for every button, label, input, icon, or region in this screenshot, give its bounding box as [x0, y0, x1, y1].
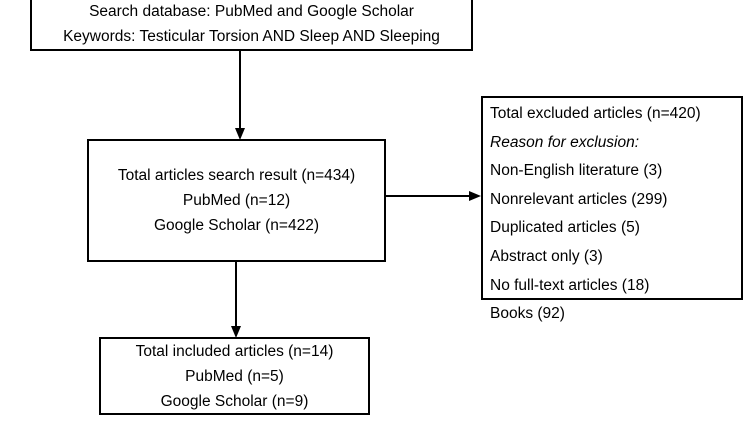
exclusion-reason-item: No full-text articles (18)	[490, 276, 650, 294]
total-results-line: Total articles search result (n=434)	[117, 167, 356, 184]
search-strategy-box: Search database: PubMed and Google Schol…	[30, 0, 473, 51]
exclusion-reason-item: Duplicated articles (5)	[490, 219, 640, 237]
google-scholar-included-line: Google Scholar (n=9)	[160, 392, 309, 410]
total-included-line: Total included articles (n=14)	[135, 342, 334, 360]
pubmed-results-line: PubMed (n=12)	[182, 192, 291, 209]
excluded-heading: Total excluded articles (n=420)	[490, 105, 701, 122]
search-results-box: Total articles search result (n=434) Pub…	[87, 139, 386, 262]
exclusion-reason-item: Abstract only (3)	[490, 247, 603, 265]
search-keywords-line: Keywords: Testicular Torsion AND Sleep A…	[63, 28, 440, 45]
search-database-line: Search database: PubMed and Google Schol…	[89, 3, 414, 20]
exclusion-reason-subheading: Reason for exclusion:	[490, 133, 640, 151]
excluded-articles-box: Total excluded articles (n=420) Reason f…	[481, 96, 743, 322]
exclusion-reason-item: Books (92)	[490, 305, 565, 323]
exclusion-reason-item: Non-English literature (3)	[490, 162, 663, 180]
pubmed-included-line: PubMed (n=5)	[185, 367, 284, 385]
exclusion-reason-item: Nonrelevant articles (299)	[490, 190, 668, 208]
google-scholar-results-line: Google Scholar (n=422)	[153, 217, 319, 234]
included-articles-box: Total included articles (n=14) PubMed (n…	[99, 337, 370, 415]
